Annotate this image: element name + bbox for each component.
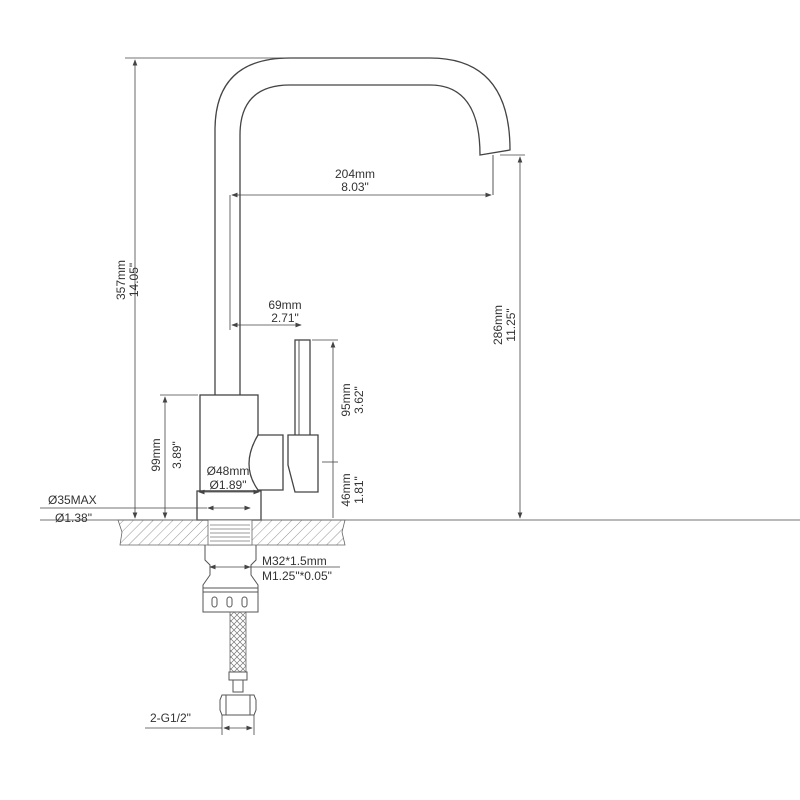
- hole-diameter-in: Ø1.38": [55, 511, 92, 525]
- handle-offset-mm: 69mm: [268, 298, 301, 312]
- thread-in: M1.25"*0.05": [262, 569, 332, 583]
- handle-height-dimension: 95mm 3.62" 46mm 1.81": [312, 339, 366, 518]
- body-height-mm: 99mm: [149, 438, 163, 471]
- hole-diameter-mm: Ø35MAX: [48, 493, 97, 507]
- spout-height-mm: 286mm: [491, 305, 505, 345]
- body-diameter-mm: Ø48mm: [207, 464, 250, 478]
- body-height-dimension: 99mm 3.89": [149, 394, 198, 519]
- thread-mm: M32*1.5mm: [262, 554, 327, 568]
- spout-reach-mm: 204mm: [335, 167, 375, 181]
- thread-dimension: M32*1.5mm M1.25"*0.05": [202, 545, 340, 593]
- hose-connector-label: 2-G1/2": [150, 711, 191, 725]
- body-height-in: 3.89": [170, 441, 184, 469]
- overall-height-mm: 357mm: [114, 260, 128, 300]
- spout-reach-dimension: 204mm 8.03": [229, 167, 492, 330]
- handle-base-mm: 46mm: [339, 473, 353, 506]
- body-diameter-in: Ø1.89": [210, 478, 247, 492]
- handle-height-mm: 95mm: [339, 383, 353, 416]
- hose-connector-dimension: 2-G1/2": [145, 711, 253, 731]
- spout-height-dimension: 286mm 11.25": [491, 154, 525, 519]
- spout-reach-in: 8.03": [341, 180, 369, 194]
- handle-offset-dimension: 69mm 2.71": [231, 298, 302, 328]
- countertop-section: [40, 519, 800, 546]
- handle-height-in: 3.62": [352, 386, 366, 414]
- body-diameter-dimension: Ø48mm Ø1.89": [198, 464, 260, 495]
- handle-base-in: 1.81": [352, 476, 366, 504]
- spout-height-in: 11.25": [504, 308, 518, 341]
- hole-diameter-dimension: Ø35MAX Ø1.38": [40, 493, 251, 525]
- spout: [214, 57, 511, 395]
- overall-height-in: 14.05": [127, 263, 141, 297]
- overall-height-dimension: 357mm 14.05": [114, 57, 300, 519]
- handle-offset-in: 2.71": [271, 311, 299, 325]
- supply-hose: [202, 587, 259, 735]
